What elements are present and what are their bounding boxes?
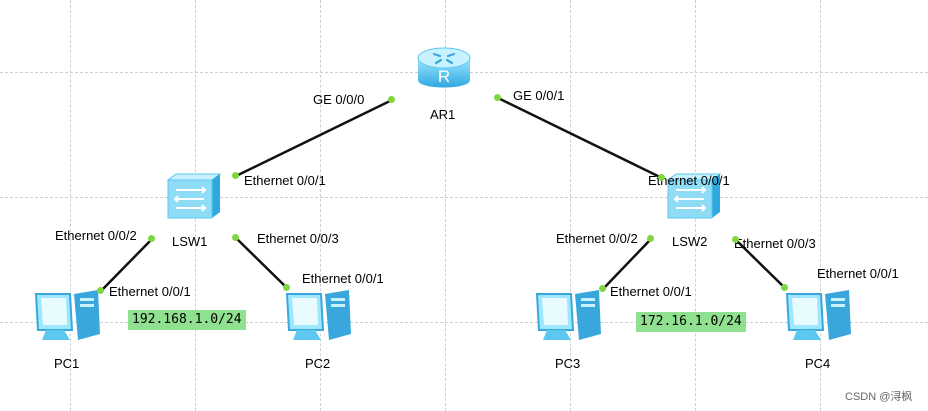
- port-dot: [781, 284, 788, 291]
- pc3[interactable]: [533, 288, 605, 344]
- port-dot: [232, 234, 239, 241]
- port-dot: [388, 96, 395, 103]
- switch-icon: [166, 173, 222, 219]
- link-ar1-lsw1[interactable]: [235, 98, 393, 178]
- network-label-172: 172.16.1.0/24: [636, 312, 746, 332]
- grid-line: [320, 0, 321, 411]
- pc-icon: [785, 290, 851, 340]
- switch-lsw2[interactable]: [666, 172, 722, 220]
- watermark: CSDN @浔枫: [845, 391, 913, 403]
- port-label-pc4: Ethernet 0/0/1: [817, 266, 899, 281]
- pc-icon: [34, 290, 100, 340]
- grid-line: [0, 197, 928, 198]
- router-icon: R: [417, 47, 471, 88]
- pc1[interactable]: [32, 288, 104, 344]
- port-dot: [647, 235, 654, 242]
- port-dot: [232, 172, 239, 179]
- switch-icon: [666, 173, 722, 219]
- link-lsw1-pc2[interactable]: [235, 237, 288, 289]
- port-label-pc2: Ethernet 0/0/1: [302, 271, 384, 286]
- port-label-lsw1-e002: Ethernet 0/0/2: [55, 228, 137, 243]
- port-dot: [658, 174, 665, 181]
- port-dot: [732, 236, 739, 243]
- port-label-lsw1-uplink: Ethernet 0/0/1: [244, 173, 326, 188]
- svg-text:R: R: [438, 67, 450, 86]
- link-lsw2-pc4[interactable]: [735, 239, 786, 289]
- pc-icon: [285, 290, 351, 340]
- port-dot: [599, 285, 606, 292]
- link-ar1-lsw2[interactable]: [497, 96, 663, 180]
- pc-name-pc4: PC4: [805, 356, 831, 371]
- pc-icon: [535, 290, 601, 340]
- port-dot: [283, 284, 290, 291]
- port-label-pc3: Ethernet 0/0/1: [610, 284, 692, 299]
- port-dot: [97, 287, 104, 294]
- link-lsw2-pc3[interactable]: [602, 238, 652, 290]
- switch-lsw1[interactable]: [166, 172, 222, 220]
- pc-name-pc2: PC2: [305, 356, 331, 371]
- grid-line: [570, 0, 571, 411]
- port-label-lsw2-e003: Ethernet 0/0/3: [734, 236, 816, 251]
- switch-name-lsw2: LSW2: [672, 234, 708, 249]
- grid-line: [70, 0, 71, 411]
- port-label-ge001: GE 0/0/1: [513, 88, 565, 103]
- grid-line: [445, 0, 446, 411]
- pc-name-pc3: PC3: [555, 356, 581, 371]
- port-dot: [148, 235, 155, 242]
- port-label-pc1: Ethernet 0/0/1: [109, 284, 191, 299]
- network-label-192: 192.168.1.0/24: [128, 310, 246, 330]
- port-label-lsw1-e003: Ethernet 0/0/3: [257, 231, 339, 246]
- router-name: AR1: [430, 107, 456, 122]
- grid-line: [0, 322, 928, 323]
- link-lsw1-pc1[interactable]: [100, 238, 153, 292]
- port-label-ge000: GE 0/0/0: [313, 92, 365, 107]
- switch-name-lsw1: LSW1: [172, 234, 208, 249]
- grid-line: [820, 0, 821, 411]
- pc2[interactable]: [283, 288, 355, 344]
- port-label-lsw2-uplink: Ethernet 0/0/1: [648, 173, 730, 188]
- port-label-lsw2-e002: Ethernet 0/0/2: [556, 231, 638, 246]
- router-ar1[interactable]: R: [414, 42, 474, 100]
- port-dot: [494, 94, 501, 101]
- pc4[interactable]: [783, 288, 855, 344]
- pc-name-pc1: PC1: [54, 356, 80, 371]
